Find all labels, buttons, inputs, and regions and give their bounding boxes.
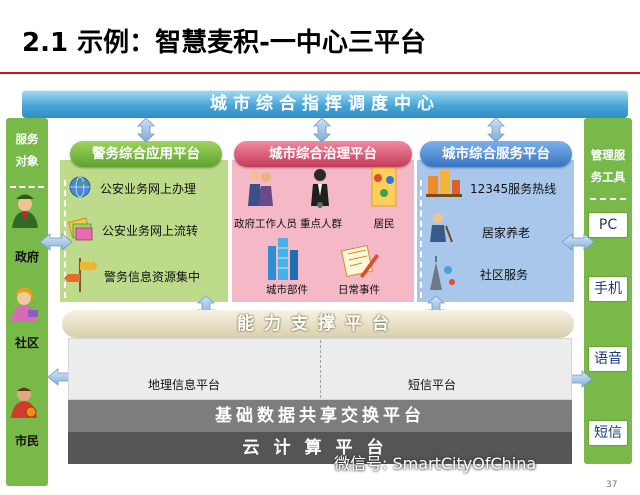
governance-item-residents: 居民 (373, 218, 395, 230)
cloud-platform: 云计算平台 (68, 432, 572, 464)
arrow-center-to-police (137, 117, 155, 143)
management-tools-title-line2: 务工具 (590, 170, 626, 184)
service-target-community: 社区 (14, 336, 39, 350)
data-exchange-platform: 基础数据共享交换平台 (68, 400, 572, 432)
police-item-online-processing: 公安业务网上办理 (100, 182, 197, 196)
tool-voice-button[interactable]: 语音 (588, 346, 628, 372)
service-item-elderly-care: 居家养老 (482, 226, 531, 240)
management-tools-divider (590, 198, 626, 200)
tool-mobile-button[interactable]: 手机 (588, 276, 628, 302)
service-target-citizen: 市民 (14, 434, 39, 448)
key-group-icon (311, 169, 329, 208)
arrow-center-to-governance (313, 117, 331, 143)
service-target-title-line1: 服务 (15, 132, 39, 146)
hotline-buildings-icon (426, 170, 462, 197)
service-target-government: 政府 (14, 250, 39, 264)
police-item-resource-centralization: 警务信息资源集中 (104, 270, 201, 284)
arrow-right-to-platforms (561, 233, 595, 251)
page-number: 37 (606, 480, 618, 490)
service-item-hotline: 12345服务热线 (470, 182, 557, 196)
community-person-icon (11, 287, 38, 322)
title-divider (0, 72, 640, 74)
documents-icon (68, 217, 93, 241)
service-target-title-line2: 对象 (15, 154, 39, 168)
daily-events-icon (340, 244, 379, 278)
community-service-icon (430, 256, 455, 290)
capability-platform-bar: 能力支撑平台 (62, 310, 574, 338)
governance-item-city-parts: 城市部件 (266, 284, 308, 296)
service-panel-divider (420, 180, 422, 298)
service-item-community-service: 社区服务 (480, 268, 529, 282)
tool-pc-button[interactable]: PC (588, 212, 628, 238)
governance-item-key-groups: 重点人群 (300, 218, 342, 230)
governance-item-daily-events: 日常事件 (338, 284, 380, 296)
city-buildings-icon (268, 238, 298, 280)
wechat-watermark: 微信号: SmartCityOfChina (334, 454, 537, 473)
capability-divider (320, 340, 321, 398)
arrow-center-to-service (487, 117, 505, 143)
residents-icon (371, 167, 397, 207)
command-center-banner: 城市综合指挥调度中心 (22, 90, 628, 118)
page-title: 2.1 示例：智慧麦积-一中心三平台 (22, 28, 426, 58)
police-item-online-transfer: 公安业务网上流转 (102, 224, 199, 238)
government-staff-icon (248, 170, 273, 206)
management-tools-title-line1: 管理服 (590, 148, 626, 162)
government-person-icon (12, 194, 38, 228)
tool-sms-button[interactable]: 短信 (588, 420, 628, 446)
elderly-care-icon (430, 213, 453, 243)
capability-item-gis: 地理信息平台 (148, 378, 221, 392)
globe-icon (69, 176, 91, 198)
signpost-icon (64, 258, 98, 292)
arrow-left-to-platforms (39, 233, 73, 251)
police-platform-title: 警务综合应用平台 (70, 141, 222, 167)
service-platform-title: 城市综合服务平台 (420, 141, 572, 167)
capability-item-sms: 短信平台 (408, 378, 457, 392)
governance-item-gov-staff: 政府工作人员 (234, 218, 297, 230)
service-target-divider (10, 186, 44, 188)
governance-platform-title: 城市综合治理平台 (234, 141, 412, 167)
citizen-person-icon (11, 387, 37, 418)
